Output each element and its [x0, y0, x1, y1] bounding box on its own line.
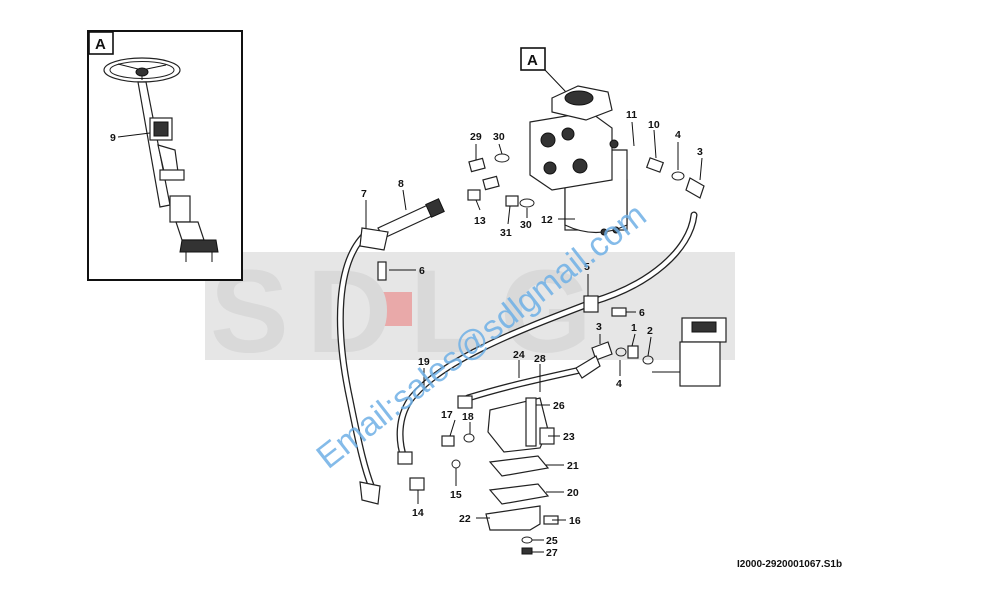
- part-label-5: 5: [584, 261, 590, 273]
- part-label-8: 8: [398, 178, 404, 190]
- part-label-3b: 3: [596, 321, 602, 333]
- hoses: [336, 198, 698, 492]
- part-label-17: 17: [441, 409, 453, 421]
- part-label-6b: 6: [639, 307, 645, 319]
- part-label-14: 14: [412, 507, 424, 519]
- inset-steering-column: A 9: [87, 30, 243, 281]
- part-label-20: 20: [567, 487, 579, 499]
- part-label-21: 21: [567, 460, 579, 472]
- steering-unit: [529, 85, 628, 236]
- part-label-29: 29: [470, 131, 482, 143]
- valve-assembly: [359, 395, 559, 555]
- watermark-logo-text: SDLG: [210, 246, 610, 378]
- part-label-12: 12: [541, 214, 553, 226]
- part-label-7: 7: [361, 188, 367, 200]
- part-label-30b: 30: [520, 219, 532, 231]
- part-label-24: 24: [513, 349, 525, 361]
- reference-code: I2000-2920001067.S1b: [737, 559, 842, 570]
- part-label-11: 11: [626, 109, 637, 121]
- inset-callout-label: A: [95, 36, 106, 53]
- right-fittings: [575, 317, 727, 387]
- part-label-10: 10: [648, 119, 660, 131]
- part-label-30a: 30: [493, 131, 505, 143]
- part-label-13: 13: [474, 215, 486, 227]
- part-label-15: 15: [450, 489, 462, 501]
- part-label-4b: 4: [616, 378, 622, 390]
- part-label-16: 16: [569, 515, 581, 527]
- part-label-3a: 3: [697, 146, 703, 158]
- part-label-19: 19: [418, 356, 430, 368]
- main-callout-label: A: [527, 52, 538, 69]
- part-label-31: 31: [500, 227, 512, 239]
- part-label-4a: 4: [675, 129, 681, 141]
- part-label-26: 26: [553, 400, 565, 412]
- leader-lines: [365, 121, 703, 553]
- part-label-28: 28: [534, 353, 546, 365]
- watermark-logo: SDLG: [205, 246, 735, 378]
- part-label-22: 22: [459, 513, 471, 525]
- main-callout-a: A: [520, 47, 567, 93]
- part-label-23: 23: [563, 431, 575, 443]
- part-label-25: 25: [546, 535, 558, 547]
- part-label-1: 1: [631, 322, 637, 334]
- part-label-18: 18: [462, 411, 474, 423]
- part-label-6a: 6: [419, 265, 425, 277]
- part-label-27: 27: [546, 547, 558, 559]
- part-labels: 29 30 8 7 6 13 31 30 12 11 10 4 3 5 6 3 …: [361, 109, 703, 559]
- part-label-2: 2: [647, 325, 653, 337]
- part-label-9: 9: [110, 132, 116, 144]
- fittings-top: [359, 153, 705, 317]
